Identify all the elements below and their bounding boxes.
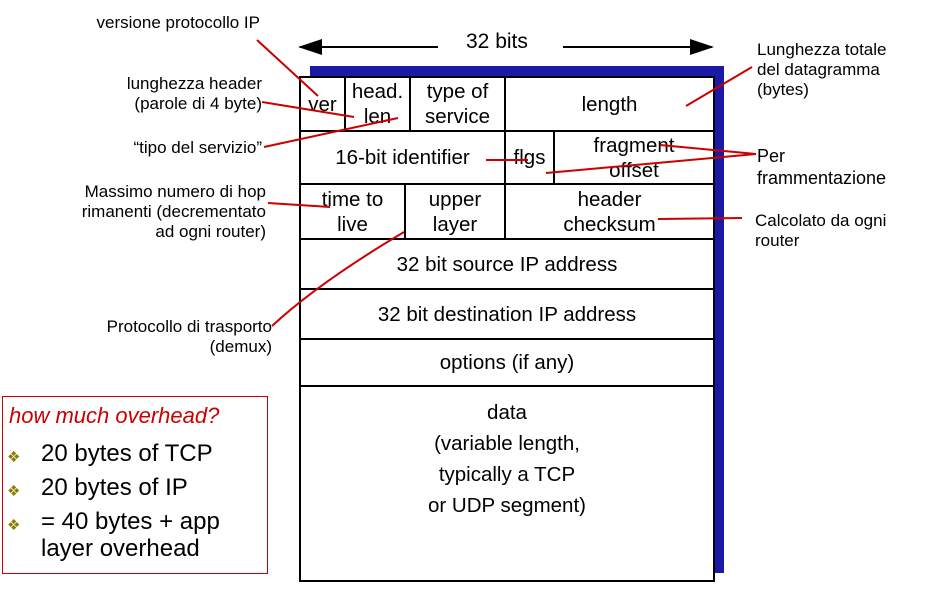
overhead-item: = 40 bytes + app <box>41 508 220 535</box>
field-data: data (variable length, typically a TCP o… <box>299 385 715 582</box>
leader-transport <box>271 231 405 327</box>
overhead-item: layer overhead <box>41 535 200 562</box>
bullet-icon: ❖ <box>7 483 21 500</box>
annotation-total-length: Lunghezza totale del datagramma (bytes) <box>757 40 887 99</box>
annotation-transport-protocol: Protocollo di trasporto (demux) <box>106 317 272 356</box>
annotation-checksum: Calcolato da ogni router <box>755 211 887 250</box>
overhead-item: 20 bytes of TCP <box>41 440 213 467</box>
annotation-hop-count: Massimo numero di hop rimanenti (decreme… <box>81 182 266 241</box>
annotation-version: versione protocollo IP <box>96 13 260 32</box>
bits-width-label: 32 bits <box>466 30 528 53</box>
bullet-icon: ❖ <box>7 449 21 466</box>
overhead-box: how much overhead? ❖ 20 bytes of TCP ❖ 2… <box>2 396 268 574</box>
leader-version <box>256 39 319 97</box>
annotation-tos: “tipo del servizio” <box>133 138 263 157</box>
field-identifier: 16-bit identifier <box>299 130 506 185</box>
leader-checksum <box>657 217 743 220</box>
overhead-title: how much overhead? <box>9 403 220 428</box>
leader-ttl <box>267 202 331 208</box>
annotation-header-length: lunghezza header (parole di 4 byte) <box>126 74 262 113</box>
leader-frag-2 <box>545 153 757 174</box>
leader-total-length <box>685 66 753 107</box>
bullet-icon: ❖ <box>7 517 21 534</box>
field-length: length <box>504 76 715 132</box>
field-flags: flgs <box>504 130 555 185</box>
overhead-item: 20 bytes of IP <box>41 474 188 501</box>
leader-header-length <box>261 101 355 118</box>
leader-tos <box>263 117 399 148</box>
annotation-fragmentation: Per frammentazione <box>757 146 887 188</box>
leader-frag-1 <box>659 144 757 155</box>
